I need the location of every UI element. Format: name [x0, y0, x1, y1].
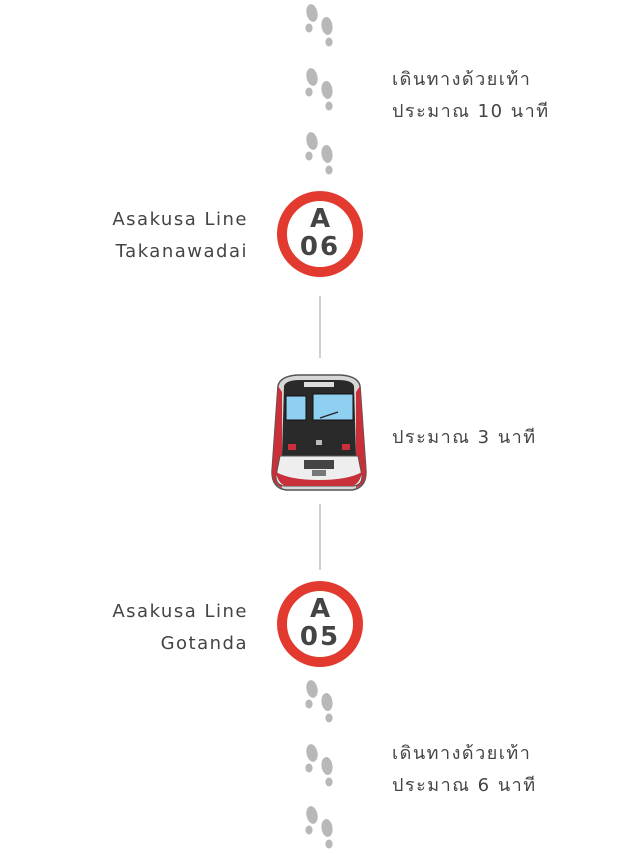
- station-code-number: 06: [299, 232, 341, 262]
- station-badge-icon: A 05: [276, 580, 364, 668]
- station-line-name: Asakusa Line: [112, 601, 248, 622]
- walk-duration: ประมาณ 6 นาที: [392, 775, 537, 796]
- station-badge-icon: A 06: [276, 190, 364, 278]
- footsteps-icon: [300, 64, 340, 114]
- footsteps-icon: [300, 128, 340, 178]
- walk-duration: ประมาณ 10 นาที: [392, 101, 550, 122]
- station-name: Gotanda: [160, 633, 248, 654]
- footsteps-icon: [300, 0, 340, 50]
- train-time: ประมาณ 3 นาที: [392, 422, 537, 454]
- footsteps-icon: [300, 740, 340, 790]
- station-code-letter: A: [309, 594, 331, 624]
- train-duration: ประมาณ 3 นาที: [392, 427, 537, 448]
- footsteps-icon: [300, 802, 340, 852]
- walk-time-bottom: เดินทางด้วยเท้า ประมาณ 6 นาที: [392, 738, 537, 802]
- route-connector: [319, 296, 321, 358]
- station-label-upper: Asakusa Line Takanawadai: [60, 204, 248, 268]
- station-label-lower: Asakusa Line Gotanda: [60, 596, 248, 660]
- station-line-name: Asakusa Line: [112, 209, 248, 230]
- station-code-letter: A: [309, 204, 331, 234]
- footsteps-icon: [300, 676, 340, 726]
- route-connector: [319, 504, 321, 570]
- walk-label: เดินทางด้วยเท้า: [392, 743, 532, 764]
- walk-time-top: เดินทางด้วยเท้า ประมาณ 10 นาที: [392, 64, 550, 128]
- walk-label: เดินทางด้วยเท้า: [392, 69, 532, 90]
- station-name: Takanawadai: [115, 241, 248, 262]
- station-code-number: 05: [299, 622, 341, 652]
- train-icon: [268, 372, 370, 494]
